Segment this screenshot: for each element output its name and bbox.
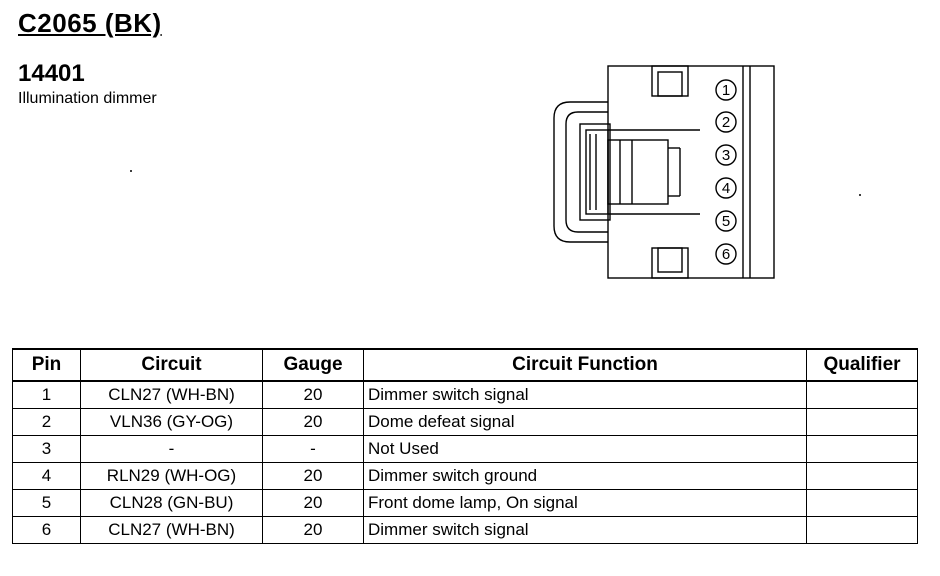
col-header-qualifier: Qualifier: [806, 348, 918, 382]
table-row: 2 VLN36 (GY-OG) 20 Dome defeat signal: [12, 408, 918, 436]
cell-circuit: CLN28 (GN-BU): [80, 489, 263, 517]
cell-pin: 3: [12, 435, 81, 463]
cell-function: Dimmer switch signal: [363, 516, 807, 544]
pin-1-label: 1: [722, 82, 730, 99]
part-description: Illumination dimmer: [18, 90, 157, 107]
col-header-function: Circuit Function: [363, 348, 807, 382]
cell-qualifier: [806, 380, 918, 409]
cell-gauge: 20: [262, 489, 364, 517]
cell-gauge: -: [262, 435, 364, 463]
cell-qualifier: [806, 516, 918, 544]
col-header-circuit: Circuit: [80, 348, 263, 382]
cell-function: Front dome lamp, On signal: [363, 489, 807, 517]
table-row: 5 CLN28 (GN-BU) 20 Front dome lamp, On s…: [12, 489, 918, 517]
cell-pin: 6: [12, 516, 81, 544]
cell-function: Not Used: [363, 435, 807, 463]
pin-3-marker: [715, 144, 737, 166]
pin-2-marker: [715, 111, 737, 133]
connector-id: C2065 (BK): [18, 8, 162, 38]
scan-speck: [859, 194, 861, 196]
pin-2-label: 2: [722, 114, 730, 131]
cell-function: Dimmer switch ground: [363, 462, 807, 490]
cell-gauge: 20: [262, 408, 364, 436]
col-header-pin: Pin: [12, 348, 81, 382]
cell-gauge: 20: [262, 516, 364, 544]
cell-pin: 5: [12, 489, 81, 517]
cell-circuit: CLN27 (WH-BN): [80, 516, 263, 544]
table-row: 4 RLN29 (WH-OG) 20 Dimmer switch ground: [12, 462, 918, 490]
cell-pin: 1: [12, 380, 81, 409]
cell-qualifier: [806, 489, 918, 517]
pin-5-marker: [715, 210, 737, 232]
pin-6-marker: [715, 243, 737, 265]
pin-3-label: 3: [722, 147, 730, 164]
table-header-row: Pin Circuit Gauge Circuit Function Quali…: [12, 348, 918, 382]
connector-face-diagram: 1 2 3 4 5 6: [553, 65, 775, 279]
scan-speck: [130, 170, 132, 172]
cell-function: Dome defeat signal: [363, 408, 807, 436]
pin-4-label: 4: [722, 180, 730, 197]
cell-function: Dimmer switch signal: [363, 380, 807, 409]
table-row: 1 CLN27 (WH-BN) 20 Dimmer switch signal: [12, 380, 918, 409]
cell-circuit: VLN36 (GY-OG): [80, 408, 263, 436]
pin-6-label: 6: [722, 246, 730, 263]
pinout-table: Pin Circuit Gauge Circuit Function Quali…: [12, 348, 918, 544]
cell-qualifier: [806, 435, 918, 463]
part-number: 14401: [18, 60, 85, 87]
connector-housing: [607, 65, 775, 279]
cell-pin: 2: [12, 408, 81, 436]
cell-qualifier: [806, 408, 918, 436]
cell-circuit: -: [80, 435, 263, 463]
locking-tab: [553, 101, 608, 243]
cell-gauge: 20: [262, 380, 364, 409]
table-row: 6 CLN27 (WH-BN) 20 Dimmer switch signal: [12, 516, 918, 544]
pin-5-label: 5: [722, 213, 730, 230]
cell-qualifier: [806, 462, 918, 490]
cell-gauge: 20: [262, 462, 364, 490]
col-header-gauge: Gauge: [262, 348, 364, 382]
cell-circuit: CLN27 (WH-BN): [80, 380, 263, 409]
table-row: 3 - - Not Used: [12, 435, 918, 463]
cell-circuit: RLN29 (WH-OG): [80, 462, 263, 490]
cell-pin: 4: [12, 462, 81, 490]
pin-4-marker: [715, 177, 737, 199]
pin-1-marker: [715, 79, 737, 101]
